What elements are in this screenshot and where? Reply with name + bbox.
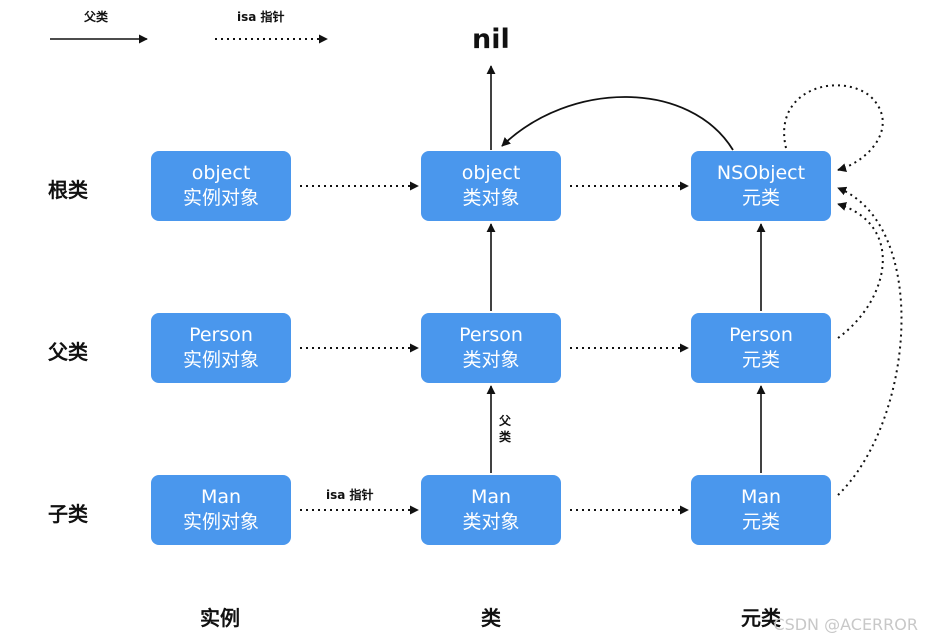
row-label-subclass: 子类 [48,502,88,526]
node-root-class-title: object [461,162,521,184]
isa-arrow-person-meta-to-root-meta [837,202,884,339]
superclass-arrow-root-meta-to-root-class [501,96,734,151]
node-person-instance-title: Person [189,324,253,346]
node-person-metaclass-subtitle: 元类 [741,349,780,371]
column-label-instance: 实例 [200,606,240,630]
node-person-metaclass: Person 元类 [691,313,831,383]
legend-isa-label: isa 指针 [237,10,285,24]
node-man-instance-title: Man [200,486,242,508]
node-root-instance-subtitle: 实例对象 [182,187,259,209]
node-person-instance: Person 实例对象 [151,313,291,383]
row-label-superclass: 父类 [48,340,88,364]
node-root-instance-title: object [191,162,251,184]
edge-label-isa: isa 指针 [326,488,374,502]
node-root-instance: object 实例对象 [151,151,291,221]
node-root-metaclass-subtitle: 元类 [741,187,780,209]
watermark: CSDN @ACERROR [773,615,918,634]
node-person-class: Person 类对象 [421,313,561,383]
column-label-class: 类 [481,606,501,630]
column-label-metaclass: 元类 [741,606,781,630]
node-root-metaclass-title: NSObject [716,162,806,184]
node-man-instance-subtitle: 实例对象 [182,511,259,533]
isa-arrow-man-meta-to-root-meta [837,186,903,496]
node-person-class-subtitle: 类对象 [462,349,520,371]
node-man-instance: Man 实例对象 [151,475,291,545]
node-man-metaclass-subtitle: 元类 [741,511,780,533]
isa-arrow-root-meta-self-loop [783,84,884,173]
legend-superclass-label: 父类 [84,10,109,24]
node-man-class: Man 类对象 [421,475,561,545]
node-man-class-subtitle: 类对象 [462,511,520,533]
node-root-metaclass: NSObject 元类 [691,151,831,221]
node-man-class-title: Man [470,486,512,508]
node-man-metaclass-title: Man [740,486,782,508]
edge-label-superclass: 父类 [498,414,511,444]
node-person-instance-subtitle: 实例对象 [182,349,259,371]
node-man-metaclass: Man 元类 [691,475,831,545]
node-root-class-subtitle: 类对象 [462,187,520,209]
node-root-class: object 类对象 [421,151,561,221]
row-label-root: 根类 [48,178,88,202]
node-person-metaclass-title: Person [729,324,793,346]
nil-label: nil [472,24,510,55]
node-person-class-title: Person [459,324,523,346]
